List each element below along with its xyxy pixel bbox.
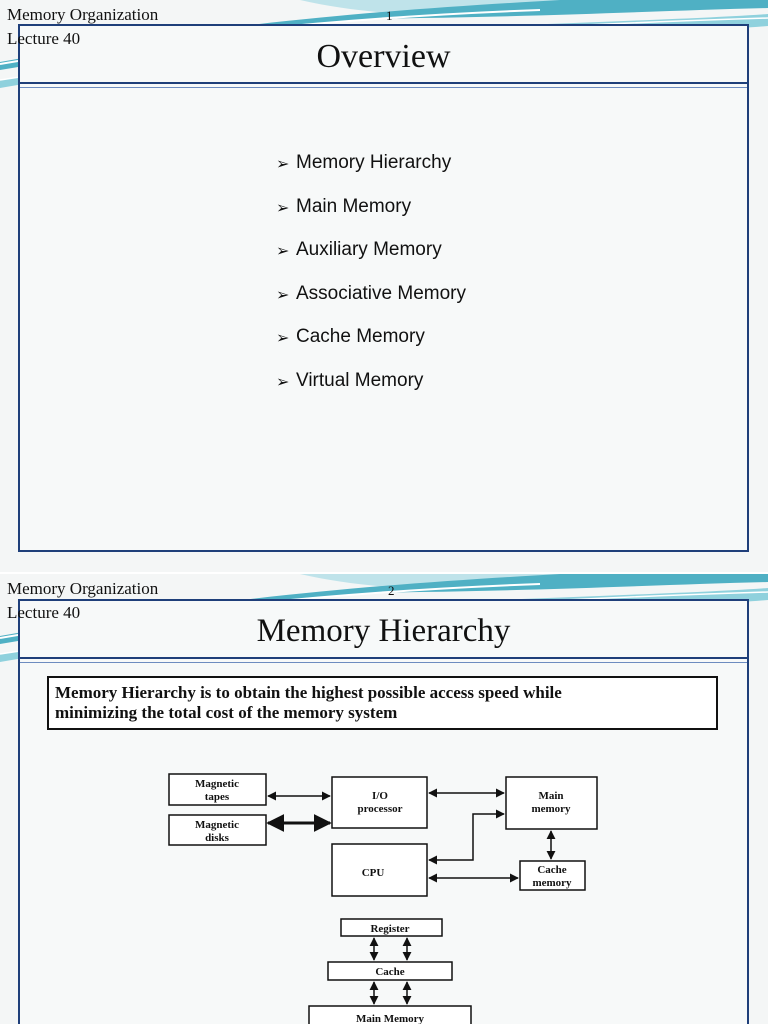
- slide-2-title: Memory Hierarchy: [256, 613, 511, 649]
- magnetic-disks-box: [168, 814, 267, 846]
- arrow-bullet-icon: ➢: [276, 373, 290, 391]
- header-course: Memory Organization: [7, 5, 159, 24]
- page-number: 1: [386, 8, 393, 23]
- io-processor-label-2: processor: [357, 803, 402, 815]
- slide-2-frame: Memory Hierarchy Memory Hierarchy is to …: [18, 599, 749, 1024]
- arrow-bullet-icon: ➢: [276, 330, 290, 347]
- register-label: Register: [370, 923, 409, 935]
- main-memory-label-1: Main: [538, 790, 563, 802]
- arrow-bullet-icon: ➢: [276, 199, 290, 217]
- definition-box: Memory Hierarchy is to obtain the highes…: [47, 676, 718, 730]
- list-item: ➢Cache Memory: [276, 326, 425, 347]
- overview-bullet-list: ➢Memory Hierarchy ➢Main Memory ➢Auxiliar…: [276, 152, 466, 413]
- list-item: ➢Associative Memory: [276, 282, 466, 304]
- magnetic-tapes-box: [168, 773, 267, 806]
- slide-1-frame: Overview ➢Memory Hierarchy ➢Main Memory …: [18, 24, 749, 552]
- main-memory-stack-label: Main Memory: [356, 1013, 425, 1024]
- cache-label: Cache: [375, 966, 404, 978]
- list-item: ➢Memory Hierarchy: [276, 152, 452, 173]
- main-memory-stack-box: [308, 1005, 472, 1024]
- io-processor-box: [331, 776, 428, 829]
- header-lecture: Lecture 40: [7, 603, 81, 622]
- magnetic-tapes-label-2: tapes: [205, 791, 230, 803]
- arrow-bullet-icon: ➢: [276, 286, 290, 304]
- slide-2: Memory Hierarchy Memory Hierarchy is to …: [0, 574, 768, 1024]
- arrow-bullet-icon: ➢: [276, 243, 290, 260]
- list-item: ➢Main Memory: [276, 195, 412, 217]
- page-number: 2: [388, 583, 395, 598]
- cpu-box: [331, 843, 428, 897]
- main-memory-box: [505, 776, 598, 830]
- cpu-label: CPU: [362, 867, 385, 879]
- list-item: ➢Auxiliary Memory: [276, 239, 442, 260]
- cache-memory-label-2: memory: [532, 877, 572, 889]
- magnetic-disks-label-2: disks: [205, 832, 230, 844]
- slide-1: Overview ➢Memory Hierarchy ➢Main Memory …: [0, 0, 768, 572]
- cache-box: [327, 961, 453, 981]
- title-divider: [20, 657, 747, 663]
- title-divider: [20, 82, 747, 88]
- slide-1-title: Overview: [316, 38, 451, 75]
- header-lecture: Lecture 40: [7, 29, 81, 48]
- cache-memory-label-1: Cache: [537, 864, 566, 876]
- header-course: Memory Organization: [7, 579, 159, 598]
- definition-line-2: minimizing the total cost of the memory …: [55, 703, 398, 722]
- register-box: [340, 918, 443, 937]
- cpu-mainmem-connector: [428, 809, 505, 865]
- list-item: ➢Virtual Memory: [276, 369, 424, 391]
- arrow-bullet-icon: ➢: [276, 156, 290, 173]
- cache-memory-box: [519, 860, 586, 891]
- magnetic-disks-label-1: Magnetic: [195, 819, 239, 831]
- io-processor-label-1: I/O: [372, 790, 388, 802]
- definition-line-1: Memory Hierarchy is to obtain the highes…: [55, 683, 562, 702]
- main-memory-label-2: memory: [531, 803, 571, 815]
- memory-hierarchy-diagram: Magnetic tapes Magnetic disks I/O proces…: [168, 773, 598, 1024]
- magnetic-tapes-label-1: Magnetic: [195, 778, 239, 790]
